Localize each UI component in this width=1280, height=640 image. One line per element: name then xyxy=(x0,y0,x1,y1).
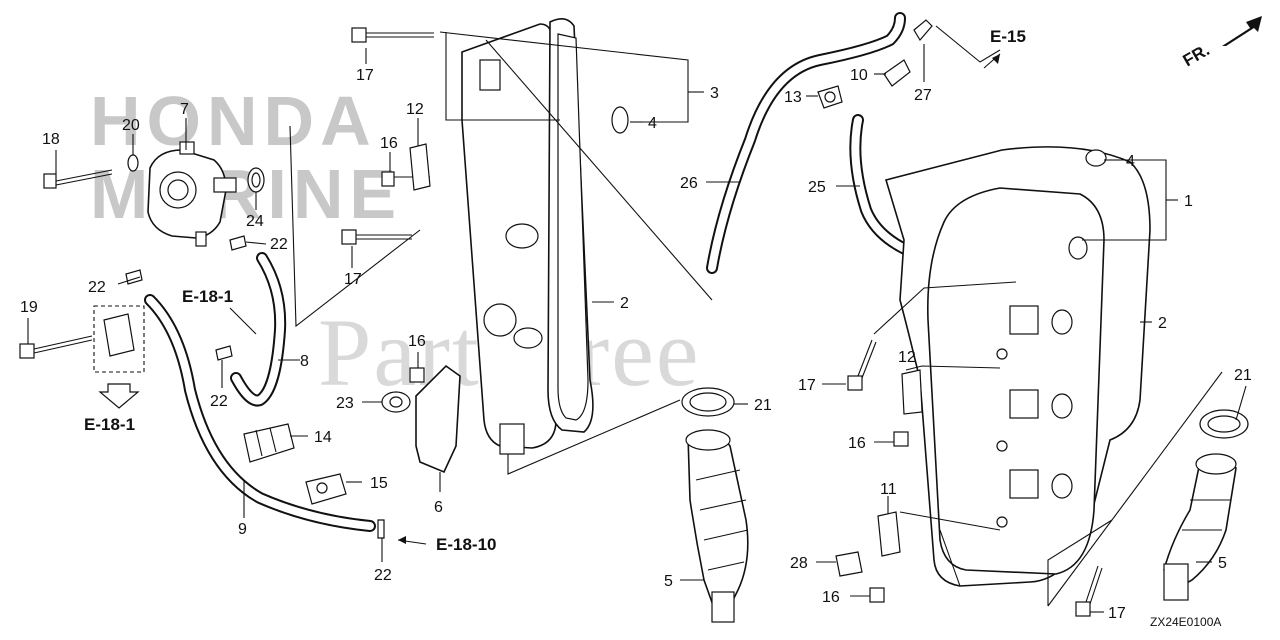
watermark-brand-line2: MARINE xyxy=(90,155,402,233)
bolt-17-right-upper xyxy=(847,339,877,391)
bolt-16-right-upper xyxy=(893,431,909,447)
callout-12-right: 12 xyxy=(898,349,916,366)
bracket-6 xyxy=(415,364,461,474)
callout-6: 6 xyxy=(434,499,443,516)
callout-11: 11 xyxy=(880,481,897,498)
callout-20: 20 xyxy=(122,117,140,134)
fuel-pump-7 xyxy=(147,141,237,247)
direction-label: FR. xyxy=(1180,40,1213,70)
callout-17-right-upper: 17 xyxy=(798,377,816,394)
callout-22-left: 22 xyxy=(88,279,106,296)
callout-27: 27 xyxy=(914,87,932,104)
callout-4-center: 4 xyxy=(648,115,657,132)
bracket-12-left xyxy=(409,143,431,191)
callout-21-center: 21 xyxy=(754,397,772,414)
callout-1: 1 xyxy=(1184,193,1193,210)
clip-22-upper xyxy=(229,235,247,251)
clamp-14 xyxy=(243,423,295,463)
callout-16-upper: 16 xyxy=(380,135,398,152)
callout-26: 26 xyxy=(680,175,698,192)
callout-16-right-lower: 16 xyxy=(822,589,840,606)
callout-14: 14 xyxy=(314,429,332,446)
callout-2-right: 2 xyxy=(1158,315,1167,332)
joint-10 xyxy=(883,59,911,87)
callout-22-upper: 22 xyxy=(270,236,288,253)
callout-17-top: 17 xyxy=(356,67,374,84)
cover-boss xyxy=(479,59,501,91)
bolt-16-mid xyxy=(409,367,425,383)
clip-22-mid xyxy=(215,345,233,361)
front-direction-icon: FR. xyxy=(1180,16,1262,70)
callout-15: 15 xyxy=(370,475,388,492)
clip-22-lower xyxy=(377,519,385,539)
callout-19: 19 xyxy=(20,299,38,316)
callout-4-right: 4 xyxy=(1126,153,1135,170)
ref-e18-10: E-18-10 xyxy=(436,535,496,554)
washer-20 xyxy=(127,154,139,172)
bolt-18 xyxy=(43,169,113,189)
callout-28: 28 xyxy=(790,555,808,572)
ref-e18-1-top: E-18-1 xyxy=(182,287,233,306)
callout-16-mid: 16 xyxy=(408,333,426,350)
bracket-12-right xyxy=(901,369,923,415)
callout-12-left: 12 xyxy=(406,101,424,118)
callout-9: 9 xyxy=(238,521,247,538)
bracket-11 xyxy=(877,511,901,557)
callout-13: 13 xyxy=(784,89,802,106)
watermark-brand-line1: HONDA xyxy=(90,82,377,160)
down-arrow-icon xyxy=(98,383,140,409)
callout-22-lower: 22 xyxy=(374,567,392,584)
bolt-19 xyxy=(19,335,93,359)
clip-28 xyxy=(835,551,863,577)
bolt-17-right-lower xyxy=(1075,565,1103,617)
callout-8: 8 xyxy=(300,353,309,370)
callout-numbers: 18 20 7 24 22 22 22 22 8 9 14 15 19 17 1… xyxy=(20,67,1252,622)
diagram-code: ZX24E0100A xyxy=(1150,615,1221,629)
callout-22-mid: 22 xyxy=(210,393,228,410)
hose-clamp-21-right xyxy=(1199,409,1249,439)
callout-3: 3 xyxy=(710,85,719,102)
ref-e15: E-15 xyxy=(990,27,1026,46)
component-box xyxy=(93,305,145,373)
leader-lines xyxy=(27,25,1247,613)
callout-24: 24 xyxy=(246,213,264,230)
callout-7: 7 xyxy=(180,101,189,118)
seal-4-center xyxy=(611,106,629,134)
intake-duct-5-right xyxy=(1163,453,1237,601)
callout-2-center: 2 xyxy=(620,295,629,312)
bolt-16-right-lower xyxy=(869,587,885,603)
intake-duct-5-center xyxy=(685,429,749,623)
bolt-17-mid xyxy=(341,229,412,245)
bolt-17-top xyxy=(351,27,434,43)
callout-18: 18 xyxy=(42,131,60,148)
callout-25: 25 xyxy=(808,179,826,196)
callout-10: 10 xyxy=(850,67,868,84)
cap-27 xyxy=(913,19,933,42)
callout-23: 23 xyxy=(336,395,354,412)
callout-21-right: 21 xyxy=(1234,367,1252,384)
callout-17-right-lower: 17 xyxy=(1108,605,1126,622)
callout-5-center: 5 xyxy=(664,573,673,590)
callout-17-mid: 17 xyxy=(344,271,362,288)
callout-16-right-upper: 16 xyxy=(848,435,866,452)
ref-e18-1-left: E-18-1 xyxy=(84,415,135,434)
callout-5-right: 5 xyxy=(1218,555,1227,572)
hose-clamp-21-center xyxy=(681,387,735,417)
clamp-15 xyxy=(305,473,347,505)
seal-4-right xyxy=(1085,149,1107,167)
